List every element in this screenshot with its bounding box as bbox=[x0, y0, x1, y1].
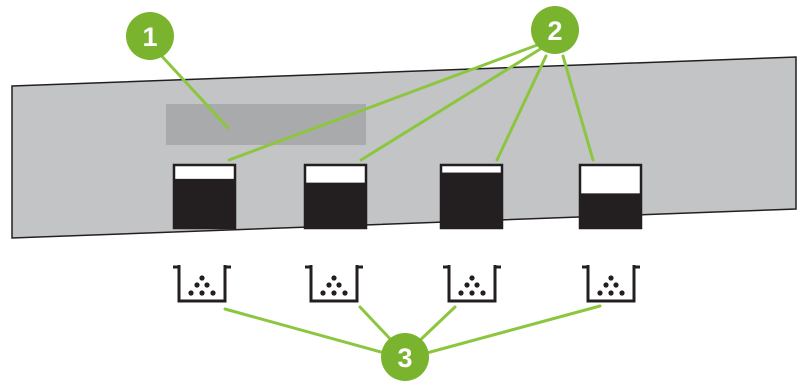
control-panel bbox=[11, 56, 797, 239]
waste-bin-icon bbox=[443, 265, 501, 303]
gauge-4 bbox=[578, 163, 643, 230]
callout-3-label: 3 bbox=[397, 343, 412, 373]
callout-1-label: 1 bbox=[142, 22, 157, 52]
callout-marker-1: 1 bbox=[126, 12, 174, 60]
waste-bin-icon bbox=[305, 265, 363, 303]
gauge-2 bbox=[303, 163, 368, 230]
gauge-4-fill bbox=[580, 193, 641, 228]
callout-2-label: 2 bbox=[547, 16, 562, 46]
waste-bin-icon bbox=[582, 265, 640, 303]
display-window bbox=[166, 104, 366, 145]
gauge-3-fill bbox=[441, 172, 502, 228]
callout-marker-2: 2 bbox=[531, 6, 579, 54]
gauge-1-fill bbox=[174, 178, 235, 228]
callout-1-leader bbox=[156, 50, 230, 130]
gauge-2-fill bbox=[305, 182, 366, 228]
gauge-1 bbox=[172, 163, 237, 230]
callout-2-leaders bbox=[227, 42, 595, 162]
waste-bin-icon bbox=[173, 265, 231, 303]
callout-marker-3: 3 bbox=[381, 333, 429, 381]
gauge-3 bbox=[439, 163, 504, 230]
callout-3-leaders bbox=[223, 304, 602, 356]
